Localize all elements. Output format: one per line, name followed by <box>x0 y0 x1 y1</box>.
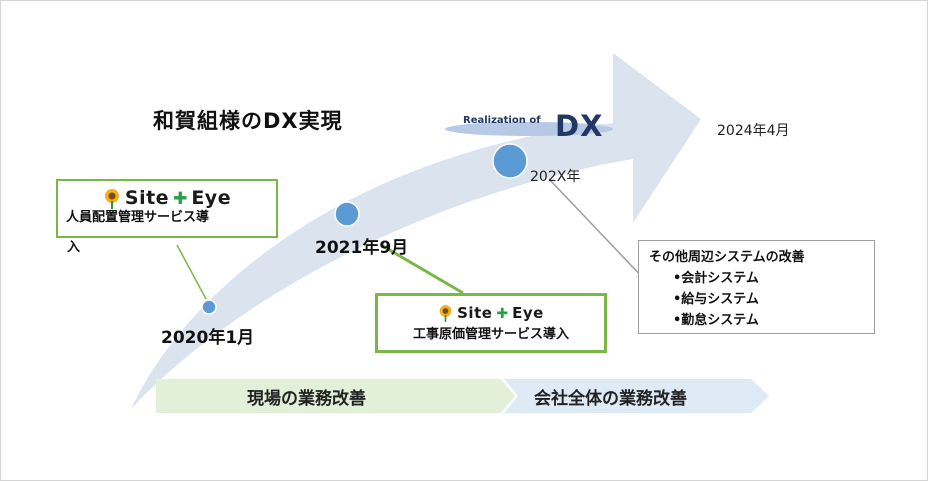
sunflower-icon <box>439 305 452 322</box>
other-systems-item: •勤怠システム <box>673 313 759 328</box>
site-eye-logo: Site ✚ Eye <box>386 300 596 322</box>
connector-box3 <box>548 178 647 282</box>
sunflower-icon <box>104 189 119 209</box>
milestone-circle-2020 <box>201 299 217 315</box>
other-systems-item: •給与システム <box>673 292 759 307</box>
site-eye-logo: Site ✚ Eye <box>66 183 268 209</box>
logo-word-site: Site <box>457 304 493 322</box>
band-left <box>156 379 515 413</box>
band-right <box>504 379 769 413</box>
milestone-date-2024: 2024年4月 <box>717 123 790 139</box>
dx-banner-big: DX <box>555 109 604 143</box>
growth-arrow <box>131 53 701 409</box>
dx-banner-small: Realization of <box>463 115 541 126</box>
connector-box1 <box>176 244 207 300</box>
milestone-date-2020: 2020年1月 <box>161 328 255 348</box>
milestone-date-2021: 2021年9月 <box>315 238 409 258</box>
logo-word-eye: Eye <box>512 304 544 322</box>
milestone-circle-202x <box>492 143 528 179</box>
site-eye-box-staffing: Site ✚ Eye 人員配置管理サービス導 <box>56 179 278 238</box>
other-systems-title: その他周辺システムの改善 <box>649 250 805 265</box>
connector-box2 <box>380 243 464 295</box>
logo-word-eye: Eye <box>191 187 232 209</box>
site-eye-box-costing: Site ✚ Eye 工事原価管理サービス導入 <box>375 293 607 353</box>
band-left-label: 現場の業務改善 <box>247 389 366 409</box>
diagram-title: 和賀組様のDX実現 <box>153 109 343 133</box>
milestone-circle-2021 <box>334 201 360 227</box>
plus-icon: ✚ <box>496 306 509 322</box>
band-right-label: 会社全体の業務改善 <box>534 389 687 409</box>
other-systems-box: その他周辺システムの改善 •会計システム •給与システム •勤怠システム <box>638 240 875 334</box>
logo-word-site: Site <box>124 187 170 209</box>
plus-icon: ✚ <box>173 189 188 209</box>
dx-banner-glow <box>445 122 613 136</box>
box2-text: 工事原価管理サービス導入 <box>412 327 569 342</box>
other-systems-item: •会計システム <box>673 271 759 286</box>
box1-line2: 入 <box>67 240 81 255</box>
milestone-date-202x: 202X年 <box>530 169 581 185</box>
box1-line1: 人員配置管理サービス導 <box>66 210 210 225</box>
